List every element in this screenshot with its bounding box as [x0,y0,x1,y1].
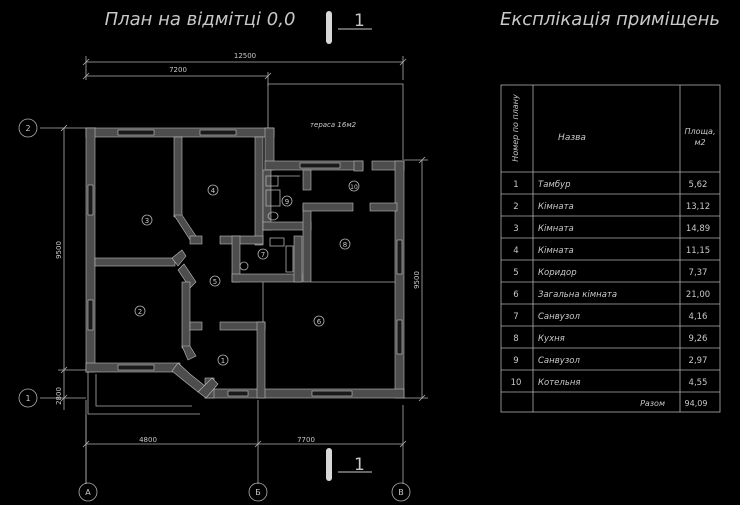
dim-right-main: 9500 [413,271,421,289]
header-number: Номер по плану [511,94,520,162]
dim-left-main: 9500 [55,241,63,259]
table-cell-name: Санвузол [538,312,580,322]
table-cell-area: 11,15 [686,246,710,256]
plan-title: План на відмітці 0,0 [105,9,296,30]
axis-col-b: Б [255,488,261,497]
table-cell-number: 7 [513,312,518,322]
table-cell-name: Кімната [538,246,574,256]
table-cell-number: 4 [513,246,518,256]
section-mark-bottom-label: 1 [354,455,365,475]
axis-col-c: В [398,488,404,497]
room-label-1: 1 [221,357,225,365]
table-cell-number: 1 [513,180,518,190]
table-cell-area: 13,12 [686,202,710,212]
table-cell-area: 21,00 [686,290,710,300]
axis-markers: 2 1 А Б В [18,118,411,502]
table-cell-area: 4,55 [689,378,708,388]
section-mark-top: 1 [326,11,372,44]
porch [87,372,200,415]
walls [85,127,405,399]
terrace: тераса 16м2 [267,83,404,160]
room-label-2: 2 [138,308,142,316]
dim-left-lower: 2800 [55,387,63,405]
dim-top-left: 7200 [169,66,187,74]
room-labels: 1 2 3 4 5 6 7 8 9 10 [134,180,360,366]
table-cell-number: 2 [513,202,518,212]
table-cell-number: 8 [513,334,518,344]
table-cell-name: Кімната [538,202,574,212]
table-cell-area: 7,37 [689,268,708,278]
room-label-10: 10 [350,184,358,191]
table-cell-area: 2,97 [689,356,708,366]
dim-bottom-left: 4800 [139,436,157,444]
terrace-label: тераса 16м2 [310,121,357,129]
table-cell-number: 3 [513,224,518,234]
section-mark-bottom: 1 [326,448,372,481]
total-value: 94,09 [685,399,708,408]
dim-top-total: 12500 [234,52,256,60]
axis-row-top: 2 [25,124,30,133]
table-cell-name: Санвузол [538,356,580,366]
section-mark-top-label: 1 [354,11,365,31]
bath-sink-icon [269,237,285,247]
axis-col-a: А [85,488,91,497]
table-cell-name: Кухня [538,334,565,344]
table-cell-area: 5,62 [689,180,708,190]
room-label-6: 6 [317,318,322,326]
total-label: Разом [640,399,665,408]
room-label-3: 3 [145,217,149,225]
table-cell-name: Коридор [538,268,577,278]
table-cell-name: Тамбур [538,180,570,190]
header-area: Площа,м2 [684,127,715,147]
axis-row-bottom: 1 [25,394,30,403]
explication-table: Номер по плану Назва Площа,м2 1 Тамбур 5,6… [500,84,721,413]
fixtures [239,175,294,273]
room-label-7: 7 [261,251,265,259]
table-cell-area: 14,89 [686,224,710,234]
header-name: Назва [558,133,586,143]
table-cell-area: 4,16 [689,312,708,322]
explication-title: Експлікація приміщень [500,9,720,30]
table-cell-name: Загальна кімната [538,290,617,300]
room-label-9: 9 [285,198,289,206]
table-cell-name: Котельня [538,378,581,388]
room-label-8: 8 [343,241,347,249]
table-cell-number: 6 [513,290,518,300]
table-cell-number: 9 [513,356,518,366]
room-label-5: 5 [213,278,217,286]
table-cell-number: 5 [513,268,518,278]
table-cell-number: 10 [511,378,522,388]
bathtub-icon [285,245,294,273]
windows [87,129,403,397]
sink-icon [265,175,279,187]
toilet-icon [265,189,281,207]
table-cell-area: 9,26 [689,334,708,344]
dim-bottom-right: 7700 [297,436,315,444]
room-label-4: 4 [211,187,216,195]
table-cell-name: Кімната [538,224,574,234]
